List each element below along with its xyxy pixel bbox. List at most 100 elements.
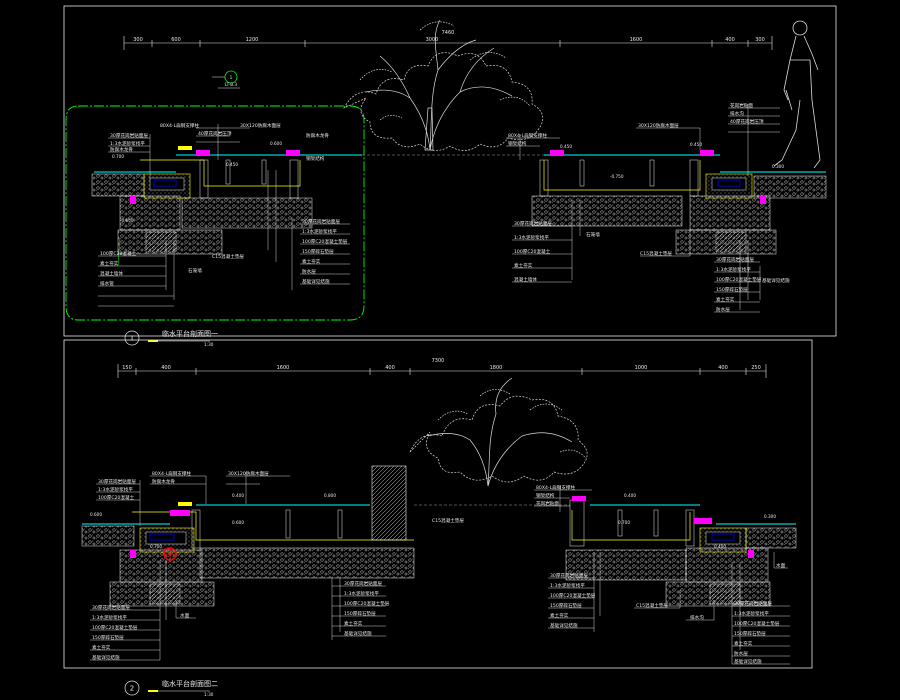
material-label: 1:3水泥砂浆找平 <box>92 614 127 621</box>
material-label: 30厚花岗岩贴面层 <box>302 218 340 225</box>
material-label: 基础详见结施 <box>762 277 790 284</box>
level-label: 0.450 <box>226 162 238 167</box>
material-label: 100厚C20混凝土垫层 <box>716 276 762 283</box>
material-label: 100厚C20混凝土垫层 <box>344 600 390 607</box>
section-2-frame <box>63 339 813 669</box>
right-leaders-1 <box>506 104 780 313</box>
material-label: 钢架结构 <box>536 492 555 499</box>
right-structure-1 <box>531 150 827 255</box>
section-scale: 1:30 <box>204 692 214 697</box>
material-label: C15混凝土垫层 <box>432 517 464 524</box>
dimension-label: 1600 <box>630 37 643 43</box>
detail-boundary <box>65 105 365 321</box>
section-title: 临水平台剖面图一 <box>162 329 218 338</box>
material-label: 素土夯实 <box>550 612 569 619</box>
material-label: 30厚花岗岩贴面层 <box>98 478 136 485</box>
material-label: 150厚碎石垫层 <box>734 630 766 637</box>
material-label: 石笼墙 <box>586 231 600 238</box>
material-label: 100厚C20混凝土垫层 <box>734 620 780 627</box>
dimension-line-2 <box>117 364 767 378</box>
material-label: 100厚C20混凝土垫层 <box>550 592 596 599</box>
material-label: 石笼墙 <box>188 267 202 274</box>
dimension-label: 250 <box>751 365 761 371</box>
dimension-label: 400 <box>718 365 728 371</box>
material-label: 1:3水泥砂浆找平 <box>110 140 145 147</box>
right-structure-2 <box>565 496 797 607</box>
material-label: 素土夯实 <box>514 262 533 269</box>
right-leaders-2 <box>534 486 790 665</box>
callout-number: 1 <box>230 75 233 80</box>
tree-icon <box>343 19 544 151</box>
left-leaders-1 <box>98 124 350 307</box>
dimension-label: 3000 <box>426 37 439 43</box>
material-label: 防腐木龙骨 <box>110 146 133 153</box>
material-label: 1:3水泥砂浆找平 <box>734 610 769 617</box>
detail-callout: 1 LT-B.3 <box>212 70 240 89</box>
material-label: 150厚碎石垫层 <box>92 634 124 641</box>
material-label: 30X120防腐木面层 <box>638 122 679 129</box>
left-structure-1 <box>91 146 362 267</box>
material-label: 素土夯实 <box>92 644 111 651</box>
dimension-label: 400 <box>725 37 735 43</box>
material-label: 80X4-L扁钢支撑柱 <box>508 132 548 139</box>
dimension-label: 600 <box>171 37 181 43</box>
material-label: 基础详见结施 <box>302 278 330 285</box>
section-title: 临水平台剖面图二 <box>162 679 218 688</box>
level-label: 0.400 <box>714 544 726 549</box>
material-label: 排水管 <box>100 280 114 287</box>
material-label: 40厚花岗岩压顶 <box>730 118 764 125</box>
dimension-label: 300 <box>133 37 143 43</box>
level-label: 0.450 <box>690 142 702 147</box>
material-label: 1:3水泥砂浆找平 <box>716 266 751 273</box>
material-label: 150厚碎石垫层 <box>344 610 376 617</box>
left-structure-2 <box>81 465 415 607</box>
material-label: 100厚C20混凝土 <box>514 248 551 255</box>
material-label: 30厚花岗岩贴面层 <box>344 580 382 587</box>
dimension-label: 150 <box>122 365 132 371</box>
section-number: 2 <box>130 685 134 693</box>
material-label: 1:3水泥砂浆找平 <box>514 234 549 241</box>
material-label: 30厚花岗岩贴面层 <box>716 256 754 263</box>
material-label: 素土夯实 <box>100 260 119 267</box>
material-label: 1:3水泥砂浆找平 <box>302 228 337 235</box>
material-label: 水面 <box>180 612 190 619</box>
level-label: 0.600 <box>90 512 102 517</box>
material-label: 防水层 <box>716 306 730 313</box>
total-dimension: 7300 <box>432 358 445 364</box>
section-2: 7300 150 400 1600 400 1800 1000 400 250 <box>63 339 813 697</box>
level-label: -0.750 <box>610 174 624 179</box>
dimension-label: 400 <box>385 365 395 371</box>
material-label: 素土夯实 <box>734 640 753 647</box>
level-label: 0.400 <box>232 493 244 498</box>
material-label: 防水层 <box>302 268 316 275</box>
material-label: 1:3水泥砂浆找平 <box>550 582 585 589</box>
dimension-label: 1600 <box>277 365 290 371</box>
material-label: 100厚C20混凝土 <box>98 494 135 501</box>
material-label: 水面 <box>776 562 786 569</box>
material-label: 150厚碎石垫层 <box>550 602 582 609</box>
material-label: C15混凝土垫层 <box>640 250 672 257</box>
material-label: 钢架结构 <box>306 155 325 162</box>
dimension-label: 400 <box>161 365 171 371</box>
material-label: 80X4-L扁钢支撑柱 <box>160 122 200 129</box>
material-label: 基础详见结施 <box>92 654 120 661</box>
material-label: 防腐木龙骨 <box>306 132 329 139</box>
section-1-frame <box>63 5 837 337</box>
material-label: 素土夯实 <box>302 258 321 265</box>
material-label: 30厚花岗岩贴面层 <box>514 220 552 227</box>
material-label: 混凝土墙体 <box>514 276 537 283</box>
material-label: 1:3水泥砂浆找平 <box>98 486 133 493</box>
material-label: 100厚C20混凝土垫层 <box>92 624 138 631</box>
level-label: 0.400 <box>624 493 636 498</box>
total-dimension: 7460 <box>442 30 455 36</box>
material-label: 80X4-L扁钢支撑柱 <box>536 484 576 491</box>
material-label: 100厚C20混凝土垫层 <box>302 238 348 245</box>
material-label: 基础详见结施 <box>344 630 372 637</box>
material-label: 1:3水泥砂浆找平 <box>344 590 379 597</box>
material-label: 100厚C20混凝土 <box>100 250 137 257</box>
material-label: 花岗岩贴面 <box>536 500 559 507</box>
material-label: 基础详见结施 <box>550 622 578 629</box>
section-2-title: 2 临水平台剖面图二 1:30 <box>124 679 218 697</box>
material-label: 30厚花岗岩贴面层 <box>92 604 130 611</box>
